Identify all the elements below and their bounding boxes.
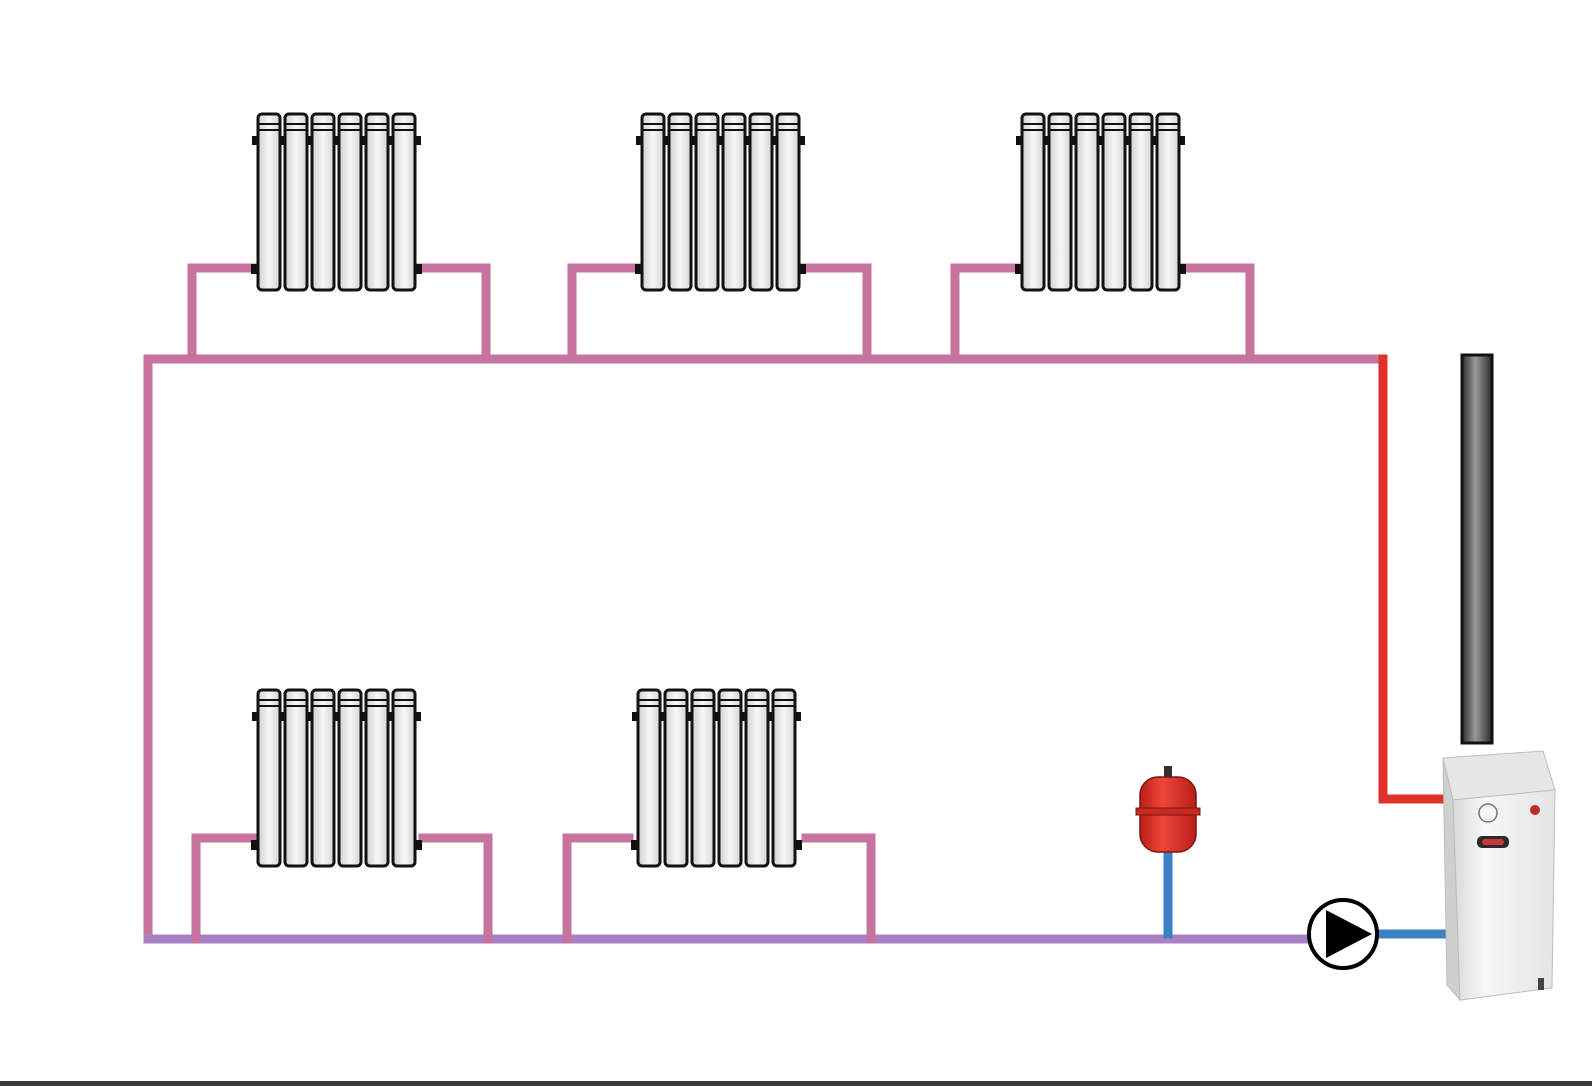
expansion-tank-icon [1135,766,1201,853]
radiator-section [636,688,662,868]
radiator-valve-stub [631,840,638,850]
radiator-return-branch [1180,263,1255,364]
radiator-supply-branch [187,263,262,364]
radiator-section [775,112,801,292]
radiator-valve-stub [1179,264,1186,274]
radiator-valve-stub [1015,264,1022,274]
radiator-return-branch [416,263,491,364]
radiator-valve-stub [635,264,642,274]
radiator-section [337,688,363,868]
radiator-section [1155,112,1181,292]
radiator-header-bar [636,136,805,145]
boiler-icon [1442,750,1556,1002]
radiator-header-bar [1016,136,1185,145]
boiler-gauge-icon [1478,803,1498,823]
radiator-section [391,688,417,868]
radiator-header-bar [252,712,421,721]
radiator-section [744,688,770,868]
radiator-section [694,112,720,292]
radiator-supply-branch [950,263,1025,364]
radiator-section [283,688,309,868]
radiator-section [1047,112,1073,292]
radiator-valve-stub [251,264,258,274]
radiator-return-branch [797,263,872,364]
radiator-bottom-middle [631,688,802,868]
radiator-section [364,688,390,868]
radiator-supply-branch [562,833,634,944]
radiator-header-bar [252,136,421,145]
bottom-edge-bar [0,1081,1592,1086]
chimney-flue-icon [1460,353,1494,745]
radiator-supply-branch [191,833,263,944]
radiator-section [667,112,693,292]
radiator-bottom-left [251,688,422,868]
radiator-section [640,112,666,292]
radiator-section [391,112,417,292]
radiator-valve-stub [415,264,422,274]
radiator-section [337,112,363,292]
radiator-section [283,112,309,292]
radiator-valve-stub [251,840,258,850]
radiator-section [364,112,390,292]
radiator-header-bar [632,712,801,721]
radiator-section [256,688,282,868]
radiator-section [1020,112,1046,292]
radiator-top-left [251,112,422,292]
radiator-section [717,688,743,868]
radiator-top-right [1015,112,1186,292]
radiator-section [1101,112,1127,292]
radiator-section [721,112,747,292]
radiator-section [310,688,336,868]
radiator-valve-stub [795,840,802,850]
radiator-return-branch [801,833,876,944]
radiator-section [310,112,336,292]
radiator-valve-stub [415,840,422,850]
hot-supply-pipe [1378,354,1448,804]
radiator-section [1074,112,1100,292]
radiator-section [748,112,774,292]
radiator-return-branch [418,833,493,944]
radiator-supply-branch [567,263,642,364]
radiator-section [690,688,716,868]
pipe-network [143,263,1455,944]
radiator-group [251,112,1186,868]
circulation-pump-icon [1307,898,1379,970]
radiator-section [771,688,797,868]
radiator-section [256,112,282,292]
radiator-valve-stub [799,264,806,274]
radiator-top-middle [635,112,806,292]
radiator-section [663,688,689,868]
radiator-section [1128,112,1154,292]
